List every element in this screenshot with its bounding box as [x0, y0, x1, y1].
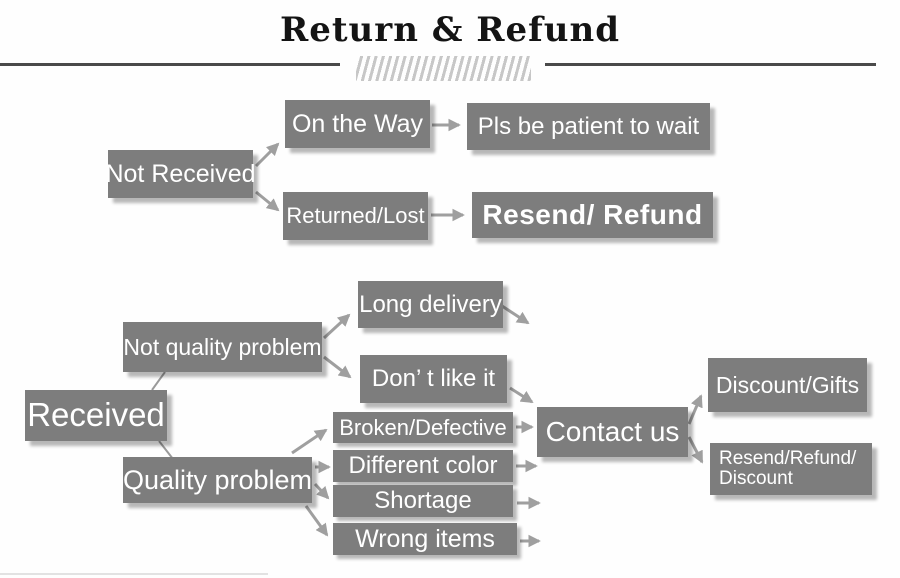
arrow-contactus-to-resendrefunddiscount: [687, 436, 704, 464]
node-pls-be-patient: Pls be patient to wait: [467, 103, 710, 150]
arrow-longdelivery-out: [501, 304, 530, 325]
bottom-edge-line: [0, 573, 268, 575]
node-not-received: Not Received: [105, 150, 256, 198]
divider-right: [545, 63, 876, 66]
arrow-nqp-to-dontlikeit: [323, 355, 352, 379]
node-resend-refund: Resend/ Refund: [472, 192, 713, 238]
resend-refund-discount-line2: Discount: [719, 468, 793, 489]
node-discount-gifts: Discount/Gifts: [708, 358, 867, 412]
arrow-notreceived-to-ontheway: [254, 142, 280, 168]
arrow-qp-to-shortage: [313, 482, 330, 500]
arrow-contactus-to-discountgifts: [687, 394, 703, 425]
arrow-qp-to-broken: [291, 428, 328, 455]
node-resend-refund-discount: Resend/Refund/ Discount: [710, 443, 872, 495]
page-title: Return & Refund: [279, 10, 621, 50]
node-wrong-items: Wrong items: [333, 523, 517, 555]
arrow-nqp-to-longdelivery: [322, 313, 351, 340]
node-long-delivery: Long delivery: [358, 281, 503, 328]
line-received-to-nqp: [151, 371, 166, 391]
divider-left: [0, 63, 340, 66]
node-quality-problem: Quality problem: [123, 457, 312, 503]
node-broken-defective: Broken/Defective: [333, 412, 513, 443]
node-contact-us: Contact us: [537, 407, 688, 457]
arrow-notreceived-to-returnedlost: [255, 190, 280, 212]
node-received: Received: [25, 390, 167, 441]
node-returned-lost: Returned/Lost: [283, 192, 428, 240]
node-different-color: Different color: [333, 450, 513, 482]
node-not-quality-problem: Not quality problem: [123, 322, 322, 372]
hatch-marks: [356, 56, 531, 81]
arrow-dontlikeit-to-contactus: [509, 386, 534, 404]
resend-refund-discount-line1: Resend/Refund/: [719, 448, 857, 470]
node-shortage: Shortage: [333, 485, 513, 517]
arrow-qp-to-wrongitems: [304, 505, 329, 537]
node-dont-like-it: Don’ t like it: [360, 355, 507, 403]
node-on-the-way: On the Way: [285, 100, 430, 148]
